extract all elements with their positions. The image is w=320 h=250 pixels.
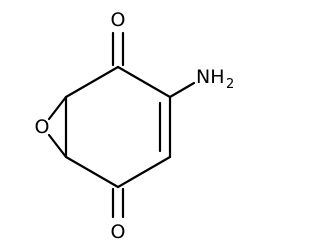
bond-c1-o-epoxide (47, 95, 68, 121)
bond-c1-c2 (64, 65, 120, 99)
atom-oxygen-bottom: O (111, 221, 126, 243)
bond-c5-c6 (64, 155, 120, 189)
bond-c6-o-epoxide (47, 133, 68, 159)
atom-amine-label: NH (196, 66, 225, 88)
structure-canvas: O O O NH 2 (35, 9, 235, 243)
atom-amine-subscript: 2 (226, 77, 234, 92)
bond-c3-n (168, 81, 196, 99)
bond-c2-c3 (116, 65, 172, 99)
bond-c4-c5 (116, 155, 172, 189)
atom-oxygen-top: O (111, 9, 126, 31)
atom-oxygen-epoxide: O (35, 116, 50, 138)
molecule-structure-diagram: O O O NH 2 (35, 9, 235, 243)
